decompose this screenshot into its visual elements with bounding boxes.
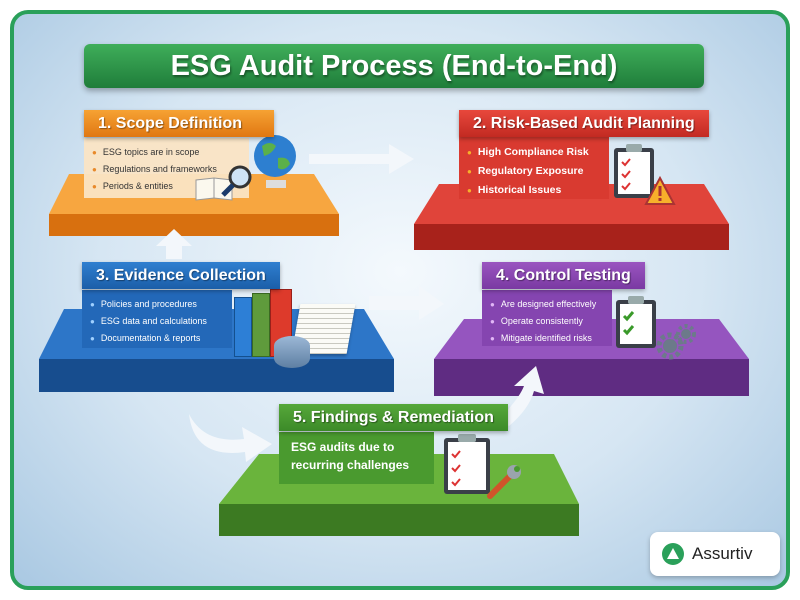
arrow-5-to-4: [499, 366, 544, 426]
step-title: 4. Control Testing: [482, 262, 645, 289]
list-item: ESG topics are in scope: [92, 144, 241, 161]
step-body: Policies and proceduresESG data and calc…: [82, 290, 232, 348]
clipboard-icon: [444, 434, 490, 494]
list-item: ESG data and calculations: [90, 313, 224, 330]
step-title: 1. Scope Definition: [84, 110, 274, 137]
list-item: Historical Issues: [467, 181, 601, 200]
globe-icon: [254, 135, 296, 188]
logo-mark-icon: [662, 543, 684, 565]
database-icon: [274, 336, 310, 368]
list-item: Mitigate identified risks: [490, 330, 604, 347]
list-item: Policies and procedures: [90, 296, 224, 313]
step-title: 5. Findings & Remediation: [279, 404, 508, 431]
wrench-icon: [487, 465, 521, 499]
logo-text: Assurtiv: [692, 544, 753, 563]
list-item: Regulations and frameworks: [92, 161, 241, 178]
brand-logo: Assurtiv: [650, 532, 780, 576]
platform-blue-front: [39, 359, 394, 392]
platform-red-front: [414, 224, 729, 250]
infographic-frame: ESG Audit Process (End-to-End) 1. Scope …: [10, 10, 790, 590]
step-title: 3. Evidence Collection: [82, 262, 280, 289]
list-item: Operate consistently: [490, 313, 604, 330]
warning-icon: [644, 176, 676, 205]
step-body: High Compliance RiskRegulatory ExposureH…: [459, 137, 609, 199]
list-item: Are designed effectively: [490, 296, 604, 313]
list-item: Periods & entities: [92, 178, 241, 195]
clipboard-icon: [614, 144, 654, 198]
arrow-3-to-1: [156, 229, 192, 259]
step-body: ESG audits due to recurring challenges: [279, 432, 434, 484]
list-item: High Compliance Risk: [467, 143, 601, 162]
gears-icon: [656, 324, 696, 360]
arrow-1-to-2: [309, 144, 414, 174]
arrow-3-to-5: [189, 414, 272, 462]
clipboard-icon: [616, 296, 656, 348]
page-title: ESG Audit Process (End-to-End): [84, 44, 704, 88]
step-body: Are designed effectivelyOperate consiste…: [482, 290, 612, 346]
step-title: 2. Risk-Based Audit Planning: [459, 110, 709, 137]
platform-green-front: [219, 504, 579, 536]
platform-orange-front: [49, 214, 339, 236]
list-item: Documentation & reports: [90, 330, 224, 347]
magnifier-icon: [221, 165, 252, 197]
list-item: Regulatory Exposure: [467, 162, 601, 181]
platform-purple-front: [434, 359, 749, 396]
arrow-3-to-4: [369, 286, 444, 320]
